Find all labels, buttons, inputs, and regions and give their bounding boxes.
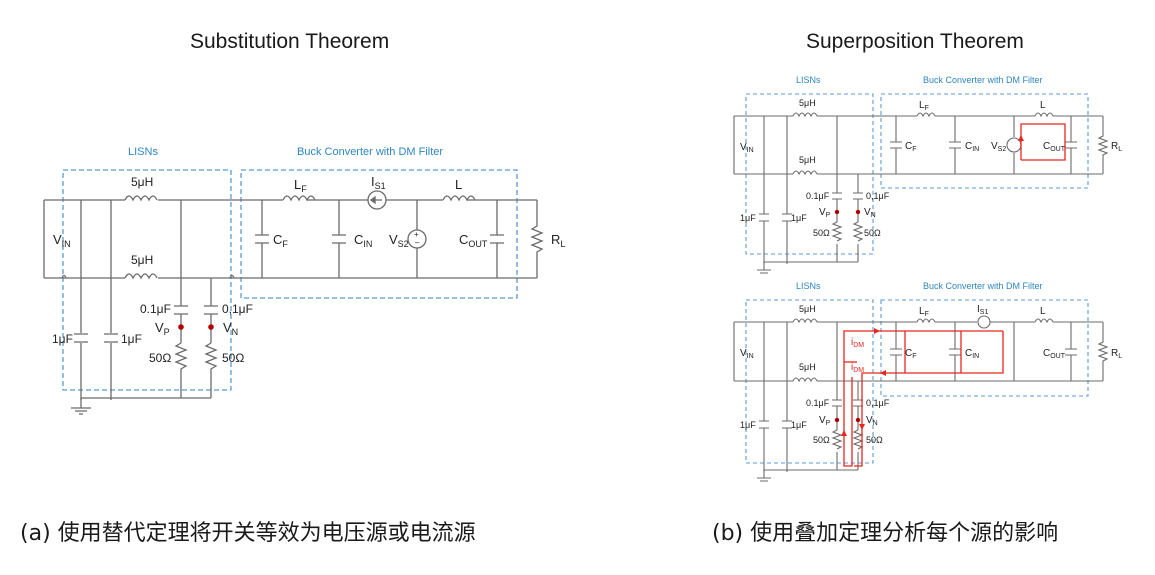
cf-label-b-top: CF (905, 141, 917, 153)
r50-n-b-top: 50Ω (864, 228, 881, 238)
rl-label-b-top: RL (1111, 141, 1122, 153)
vn-label-b-bottom: VN (866, 415, 878, 427)
rl-label-b-bottom: RL (1111, 348, 1122, 360)
l-label-b-bottom: L (1040, 306, 1046, 317)
cf-label-b-bottom: CF (905, 348, 917, 360)
c1-left-b-top: 1μF (740, 213, 756, 223)
c01-p-b-bottom: 0.1μF (806, 398, 830, 408)
idm-label-2: iDM (851, 362, 864, 374)
l-lisn-top-label: 5μH (131, 175, 153, 189)
idm-label-1: iDM (851, 337, 864, 349)
lf-label: LF (294, 177, 307, 194)
cout-label-b-top: COUT (1043, 141, 1066, 153)
vs2-label: VS2 (389, 232, 409, 249)
vin-label: VIN (53, 232, 71, 249)
c01-p-b-top: 0.1μF (806, 191, 830, 201)
l-lisn-b-bot-2: 5μH (799, 362, 816, 372)
svg-text:+: + (414, 230, 419, 239)
r50-p-label: 50Ω (149, 351, 171, 365)
r50-n-label: 50Ω (222, 351, 244, 365)
caption-a: (a) 使用替代定理将开关等效为电压源或电流源 (20, 521, 476, 546)
c1-right-b-bottom: 1μF (791, 420, 807, 430)
lisn-label-b-bottom: LISNs (796, 281, 821, 291)
diagram-a (43, 169, 544, 415)
vn-label-b-top: VN (864, 207, 876, 219)
is1-label-b-bottom: IS1 (977, 304, 988, 316)
l-lisn-b-top-2: 5μH (799, 155, 816, 165)
dm-current-paths (843, 330, 1004, 467)
lisn-box (62, 169, 232, 391)
l-lisn-b-bot-1: 5μH (799, 304, 816, 314)
cin-label-b-bottom: CIN (965, 348, 979, 360)
title-substitution: Substitution Theorem (190, 30, 390, 53)
cin-label: CIN (354, 232, 372, 249)
diagram-b-top (733, 93, 1109, 274)
is1-label: IS1 (371, 174, 386, 191)
buck-label-b-top: Buck Converter with DM Filter (923, 75, 1043, 85)
l-lisn-b-top-1: 5μH (799, 98, 816, 108)
vp-label: VP (155, 320, 170, 337)
rl-label: RL (551, 232, 565, 249)
buck-label-a: Buck Converter with DM Filter (297, 146, 443, 158)
l-label-b-top: L (1040, 100, 1046, 111)
c-0.1-p-label: 0.1μF (140, 302, 171, 316)
diagram-b-bottom (733, 299, 1109, 482)
c-1uf-left-label: 1μF (52, 332, 73, 346)
cin-label-b-top: CIN (965, 141, 979, 153)
vn-label: VN (223, 320, 238, 337)
c01-n-b-top: 0,1μF (866, 191, 890, 201)
buck-box (240, 169, 518, 299)
c1-right-b-top: 1μF (791, 213, 807, 223)
c-0.1-n-label: 0,1μF (222, 302, 253, 316)
c-1uf-right-label: 1μF (121, 332, 142, 346)
lf-label-b-bottom: LF (919, 306, 929, 318)
caption-b: (b) 使用叠加定理分析每个源的影响 (712, 521, 1059, 546)
cf-label: CF (273, 232, 288, 249)
title-superposition: Superposition Theorem (806, 30, 1024, 53)
l-label: L (455, 177, 462, 192)
lisn-label-a: LISNs (128, 146, 158, 158)
c1-left-b-bottom: 1μF (740, 420, 756, 430)
l-lisn-bottom-label: 5μH (131, 253, 153, 267)
lisn-label-b-top: LISNs (796, 75, 821, 85)
vin-label-b-bottom: VIN (740, 348, 754, 360)
vs2-label-b-top: VS2 (991, 141, 1006, 153)
r50-p-b-bottom: 50Ω (813, 435, 830, 445)
r50-p-b-top: 50Ω (813, 228, 830, 238)
vp-label-b-top: VP (819, 207, 831, 219)
vp-label-b-bottom: VP (819, 415, 831, 427)
c01-n-b-bottom: 0,1μF (866, 398, 890, 408)
buck-label-b-bottom: Buck Converter with DM Filter (923, 281, 1043, 291)
r50-n-b-bottom: 50Ω (866, 435, 883, 445)
lf-label-b-top: LF (919, 100, 929, 112)
vin-label-b-top: VIN (740, 142, 754, 154)
svg-text:–: – (415, 238, 420, 247)
cout-label: COUT (459, 232, 488, 249)
cout-label-b-bottom: COUT (1043, 348, 1066, 360)
